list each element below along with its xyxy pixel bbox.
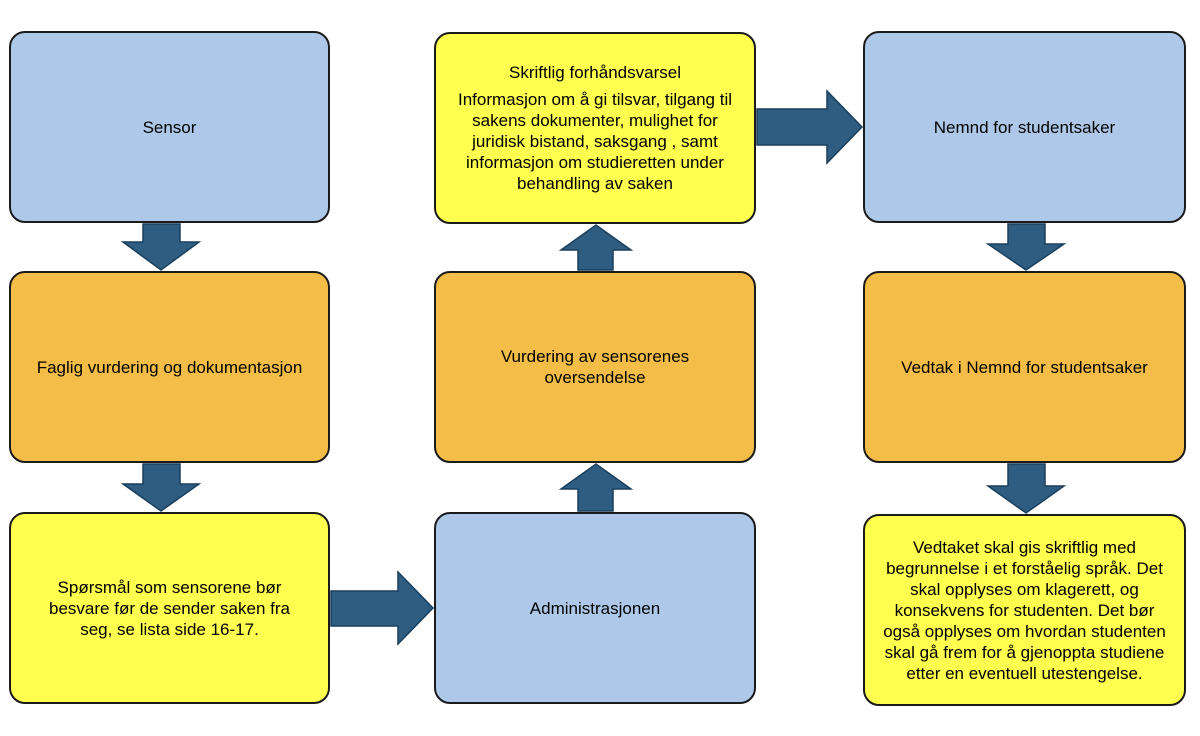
vedtaket-label: Vedtaket skal gis skriftlig med begrunne… xyxy=(883,537,1166,683)
sporsmal-box: Spørsmål som sensorene bør besvare før d… xyxy=(9,512,330,704)
sensor-box: Sensor xyxy=(9,31,330,223)
sensor-label: Sensor xyxy=(142,117,197,137)
vurdering-label: Vurdering av sensorenes oversendelse xyxy=(500,347,690,387)
faglig-vurdering-label: Faglig vurdering og dokumentasjon xyxy=(36,357,303,377)
vedtak-box: Vedtak i Nemnd for studentsaker xyxy=(863,271,1186,463)
forhandsvarsel-body: Informasjon om å gi tilsvar, tilgang til… xyxy=(457,90,732,193)
forhandsvarsel-title: Skriftlig forhåndsvarsel xyxy=(509,63,681,82)
arrow-up-vurdering-forhandsvarsel xyxy=(558,224,634,271)
arrow-down-sensor-faglig xyxy=(120,223,202,271)
administrasjonen-label: Administrasjonen xyxy=(529,598,661,618)
vurdering-box: Vurdering av sensorenes oversendelse xyxy=(434,271,756,463)
arrow-right-sporsmal-administrasjonen xyxy=(330,570,435,646)
administrasjonen-box: Administrasjonen xyxy=(434,512,756,704)
arrow-down-faglig-sporsmal xyxy=(120,463,202,512)
arrow-right-forhandsvarsel-nemnd xyxy=(756,89,864,165)
nemnd-label: Nemnd for studentsaker xyxy=(933,117,1116,137)
arrow-down-nemnd-vedtak xyxy=(985,223,1067,271)
nemnd-box: Nemnd for studentsaker xyxy=(863,31,1186,223)
arrow-up-administrasjonen-vurdering xyxy=(558,463,634,512)
sporsmal-label: Spørsmål som sensorene bør besvare før d… xyxy=(49,577,290,639)
faglig-vurdering-box: Faglig vurdering og dokumentasjon xyxy=(9,271,330,463)
forhandsvarsel-box: Skriftlig forhåndsvarsel Informasjon om … xyxy=(434,32,756,224)
vedtaket-box: Vedtaket skal gis skriftlig med begrunne… xyxy=(863,514,1186,706)
vedtak-label: Vedtak i Nemnd for studentsaker xyxy=(901,357,1148,377)
arrow-down-vedtak-vedtaket xyxy=(985,463,1067,514)
